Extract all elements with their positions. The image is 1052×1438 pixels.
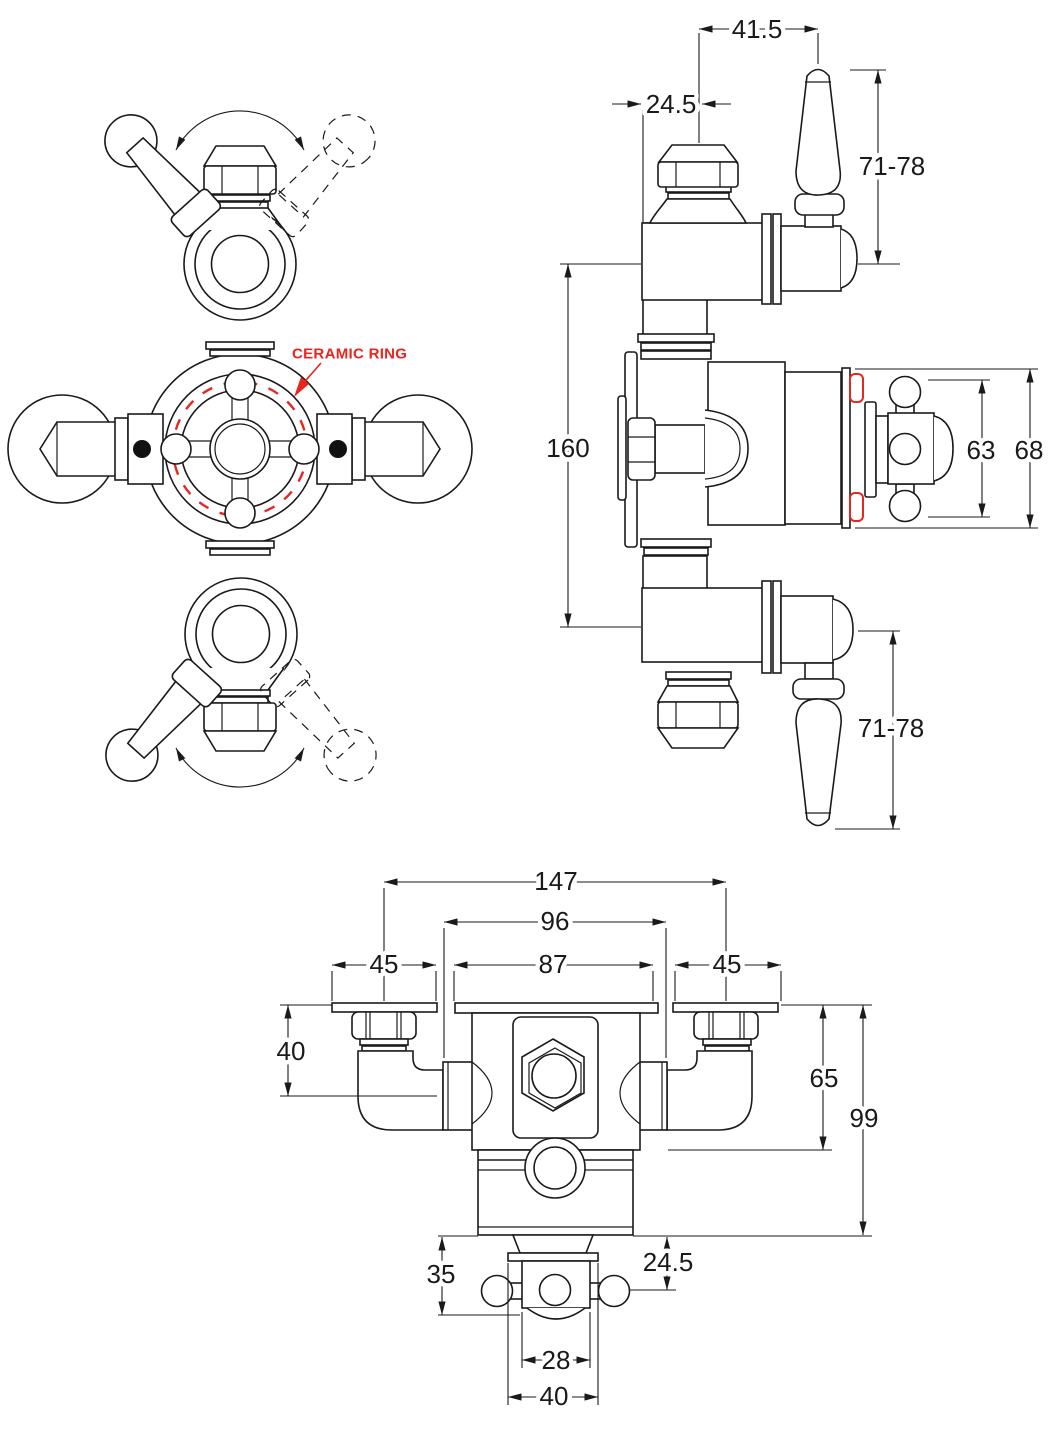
- dim-overall-depth: 99: [850, 1103, 879, 1133]
- outlet-nut-cap: [656, 727, 740, 749]
- ceramic-ring-label: CERAMIC RING: [292, 346, 407, 363]
- dim-top-lever-length: 71-78: [859, 151, 926, 181]
- bottom-valve-body: [780, 595, 834, 664]
- outlet-nut-hex: [657, 701, 739, 729]
- plan-right-elbow: [666, 1050, 753, 1131]
- cross-handle-dome: [933, 415, 954, 482]
- side-dimensions: 41.5 24.5 71-78 160 63 68 71-78: [542, 10, 1048, 830]
- cross-spokes: [188, 396, 292, 502]
- dim-left-union-width: 45: [370, 949, 399, 979]
- dim-union-depth: 40: [277, 1036, 306, 1066]
- plan-right-nut: [693, 1011, 759, 1040]
- dim-handle-diameter: 63: [967, 435, 996, 465]
- dim-top-handle-offset: 41.5: [732, 14, 783, 44]
- ceramic-seal-bottom: [849, 492, 864, 522]
- top-valve-body: [780, 225, 842, 292]
- plan-handle-dome: [526, 1307, 586, 1320]
- bottom-valve-dome: [832, 598, 854, 661]
- side-ball-top: [888, 375, 922, 409]
- plan-handle-plate: [507, 1252, 599, 1262]
- plan-ball-left: [480, 1274, 514, 1308]
- plan-left-plate: [331, 1002, 438, 1013]
- inlet-nut-hex: [657, 161, 739, 188]
- dim-body-depth: 65: [810, 1063, 839, 1093]
- dim-inlet-offset: 24.5: [646, 89, 697, 119]
- side-ball-bottom: [888, 489, 922, 523]
- inlet-nut-cap: [657, 144, 739, 163]
- top-valve-dome: [840, 228, 858, 289]
- dim-backplate-diameter: 68: [1015, 435, 1044, 465]
- cartridge-housing: [784, 371, 842, 525]
- dim-port-centres: 160: [546, 433, 589, 463]
- bottom-lever-collar: [792, 678, 845, 700]
- mid-bell: [704, 409, 749, 488]
- dim-right-union-width: 45: [713, 949, 742, 979]
- top-rotation-arc: [175, 110, 305, 151]
- plan-view: 147 96 87 45 45 40 65: [272, 862, 883, 1416]
- right-screw-dot: [329, 440, 347, 458]
- plan-ball-centre: [538, 1273, 572, 1307]
- top-nut-hex: [203, 165, 277, 195]
- plan-left-elbow: [357, 1050, 444, 1131]
- bottom-lever-handle: [795, 698, 842, 827]
- right-hex-union: [362, 421, 441, 477]
- bottom-nut-cap: [202, 730, 278, 752]
- front-view: CERAMIC RING: [7, 103, 473, 793]
- side-ball-front: [888, 432, 922, 466]
- escutcheon-edge: [841, 367, 851, 529]
- mid-hex-fitting: [627, 417, 656, 481]
- plan-ball-right: [597, 1274, 631, 1308]
- cross-ball-top: [224, 369, 256, 401]
- bottom-nut-hex: [203, 702, 277, 732]
- plan-left-nut: [351, 1011, 417, 1040]
- plan-dimensions: 147 96 87 45 45 40 65: [272, 862, 883, 1416]
- lower-column: [642, 555, 708, 593]
- annotation-arrowhead: [294, 377, 309, 397]
- dim-base-width: 40: [540, 1381, 569, 1411]
- dim-overall-width: 147: [534, 866, 577, 896]
- top-nut-cap: [202, 145, 278, 167]
- bottom-tee: [641, 587, 764, 663]
- left-hex-union: [39, 421, 118, 477]
- top-tee: [641, 222, 764, 301]
- cross-ball-left: [160, 433, 192, 465]
- dim-bottom-lever-length: 71-78: [858, 713, 925, 743]
- dim-handle-projection: 35: [427, 1259, 456, 1289]
- top-lever-handle: [795, 68, 842, 196]
- mid-pipe: [654, 424, 706, 474]
- cross-ball-bottom: [224, 497, 256, 529]
- dim-stem-width: 28: [542, 1345, 571, 1375]
- left-screw-dot: [133, 440, 151, 458]
- dim-handle-offset: 24.5: [643, 1247, 694, 1277]
- plan-centre-plate: [454, 1002, 659, 1014]
- dim-body-width: 96: [541, 906, 570, 936]
- top-lever-collar: [794, 193, 845, 216]
- plan-right-plate: [672, 1002, 779, 1013]
- dim-plate-width: 87: [539, 949, 568, 979]
- ceramic-seal-top: [849, 373, 864, 403]
- cross-hub: [209, 418, 271, 480]
- side-view: 41.5 24.5 71-78 160 63 68 71-78: [542, 10, 1048, 830]
- bottom-rotation-arc: [175, 747, 305, 788]
- cross-ball-right: [288, 433, 320, 465]
